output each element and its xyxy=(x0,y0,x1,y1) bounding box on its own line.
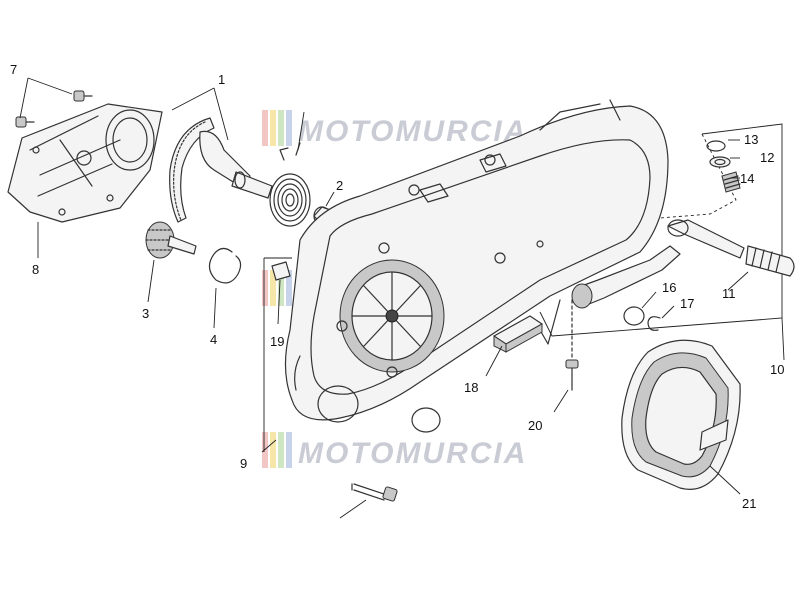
part-8-cover-plate xyxy=(7,103,163,223)
part-15-washer xyxy=(623,306,645,326)
callout-10: 10 xyxy=(770,362,784,377)
callout-13: 13 xyxy=(744,132,758,147)
part-11-kick-rubber xyxy=(745,245,795,277)
part-21-bolt xyxy=(351,483,398,502)
watermark-top: MOTOMURCIA xyxy=(262,110,527,148)
callout-9: 9 xyxy=(240,456,247,471)
watermark-bottom: MOTOMURCIA xyxy=(262,432,527,470)
callout-16: 17 xyxy=(680,296,694,311)
callout-20: 21 xyxy=(742,496,756,511)
part-7-screws xyxy=(15,90,93,128)
part-1-kick-gear xyxy=(169,117,273,223)
leader-lines xyxy=(19,77,785,519)
part-19-screw xyxy=(565,299,579,391)
part-9-transmission-cover xyxy=(284,99,669,433)
part-17-pad xyxy=(493,315,543,353)
part-18-wedge xyxy=(271,261,291,281)
part-12-ring xyxy=(709,156,731,168)
callout-17: 18 xyxy=(464,380,478,395)
watermark-text-bottom: MOTOMURCIA xyxy=(298,437,527,470)
part-kick-lever xyxy=(571,219,745,309)
watermark-text-top: MOTOMURCIA xyxy=(298,115,527,148)
callout-18: 19 xyxy=(270,334,284,349)
part-16-clip xyxy=(647,316,661,331)
part-14-spring xyxy=(721,171,741,193)
part-kick-spring xyxy=(269,142,311,227)
callout-7: 7 xyxy=(10,62,17,77)
callout-11: 11 xyxy=(722,286,736,301)
callout-15: 16 xyxy=(662,280,676,295)
part-3-pinion xyxy=(145,221,197,259)
part-13-washer xyxy=(706,140,726,152)
part-4-circlip xyxy=(208,247,242,284)
callout-19: 20 xyxy=(528,418,542,433)
callout-3: 3 xyxy=(142,306,149,321)
callout-14: 14 xyxy=(740,171,754,186)
callout-4: 4 xyxy=(210,332,217,347)
callout-8: 8 xyxy=(32,262,39,277)
callout-1: 1 xyxy=(218,72,225,87)
part-20-gasket xyxy=(621,339,741,490)
callout-labels: 7 1 2 3 4 8 19 9 18 20 21 10 11 16 17 13… xyxy=(10,62,784,511)
callout-12: 12 xyxy=(760,150,774,165)
callout-2: 2 xyxy=(336,178,343,193)
